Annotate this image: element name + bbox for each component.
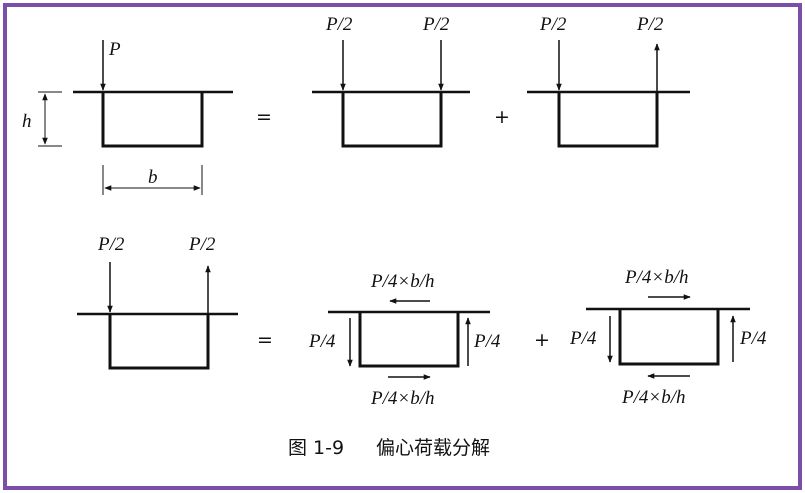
plus-sign-bottom: + [534,329,550,351]
caption-number: 图 1-9 [288,437,344,459]
label-anti-left: P/2 [539,14,567,35]
label-couple-a-top: P/4×b/h [370,271,435,292]
label-sym-right: P/2 [422,14,450,35]
label-sym-left: P/2 [325,14,353,35]
diagram-antisymmetric-load [527,40,690,148]
label-couple-a-bottom: P/4×b/h [370,388,435,409]
diagram-symmetric-load [312,40,470,148]
figure-border [3,3,802,490]
diagram-original-load [38,40,233,195]
label-couple-a-left: P/4 [308,331,336,352]
equals-sign-top: = [256,106,272,128]
label-couple-b-top: P/4×b/h [624,267,689,288]
plus-sign-top: + [494,106,510,128]
caption-title: 偏心荷载分解 [376,437,490,459]
diagram-couple-b [586,294,750,379]
label-couple-b-right: P/4 [739,328,767,349]
label-couple-b-left: P/4 [569,328,597,349]
label-b: b [148,167,158,188]
diagram-couple-a [328,298,490,380]
label-P: P [108,39,121,60]
equals-sign-bottom: = [257,329,273,351]
label-bottom-right: P/2 [188,234,216,255]
label-anti-right: P/2 [636,14,664,35]
label-bottom-left: P/2 [97,234,125,255]
label-couple-a-right: P/4 [473,331,501,352]
label-h: h [22,111,32,132]
diagram-antisymmetric-load-2 [77,262,238,370]
label-couple-b-bottom: P/4×b/h [621,387,686,408]
